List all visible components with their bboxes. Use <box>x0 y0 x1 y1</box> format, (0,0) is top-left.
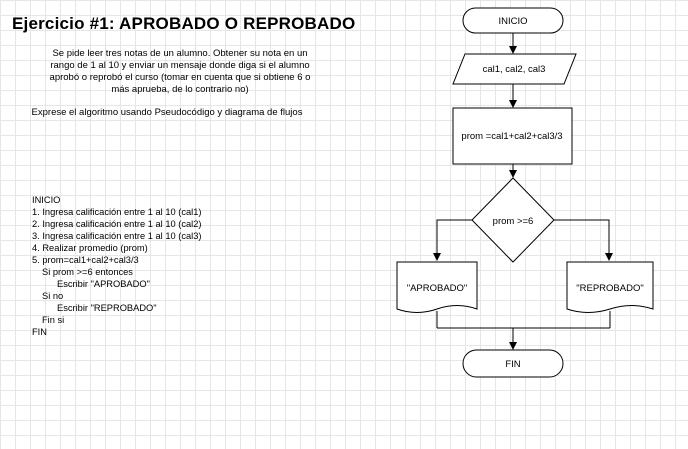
decision-label: prom >=6 <box>493 216 534 227</box>
input-label: cal1, cal2, cal3 <box>483 64 546 75</box>
pseudocode-line: 1. Ingresa calificación entre 1 al 10 (c… <box>32 207 202 217</box>
decision-diamond <box>471 177 555 263</box>
page-title: Ejercicio #1: APROBADO O REPROBADO <box>12 14 356 33</box>
connector-arrow <box>554 219 613 261</box>
instruction-text: Exprese el algoritmo usando Pseudocódigo… <box>31 107 303 118</box>
pseudocode-line: INICIO <box>32 195 61 205</box>
output-reprobado-shape <box>566 261 654 313</box>
pseudocode-block: INICIO 1. Ingresa calificación entre 1 a… <box>32 194 202 338</box>
connector-arrow <box>433 219 472 261</box>
pseudocode-line: Escribir "REPROBADO" <box>57 303 157 313</box>
output-aprobado-shape <box>396 261 478 313</box>
pseudocode-line: 2. Ingresa calificación entre 1 al 10 (c… <box>32 219 202 229</box>
pseudocode-line: Si prom >=6 entonces <box>42 267 133 277</box>
output-reprobado-label: "REPROBADO" <box>576 283 643 294</box>
pseudocode-line: 3. Ingresa calificación entre 1 al 10 (c… <box>32 231 202 241</box>
pseudocode-line: FIN <box>32 327 47 337</box>
pseudocode-line: Fin si <box>42 315 65 325</box>
end-label: FIN <box>505 359 520 370</box>
process-label: prom =cal1+cal2+cal3/3 <box>461 131 562 142</box>
pseudocode-line: 5. prom=cal1+cal2+cal3/3 <box>32 255 139 265</box>
end-terminator <box>462 349 564 378</box>
problem-description: Se pide leer tres notas de un alumno. Ob… <box>49 48 311 95</box>
pseudocode-line: 4. Realizar promedio (prom) <box>32 243 148 253</box>
pseudocode-line: Escribir "APROBADO" <box>57 279 150 289</box>
start-label: INICIO <box>498 16 527 27</box>
pseudocode-line: Si no <box>42 291 64 301</box>
output-aprobado-label: "APROBADO" <box>407 283 468 294</box>
input-parallelogram <box>452 53 577 85</box>
process-box <box>452 107 573 165</box>
